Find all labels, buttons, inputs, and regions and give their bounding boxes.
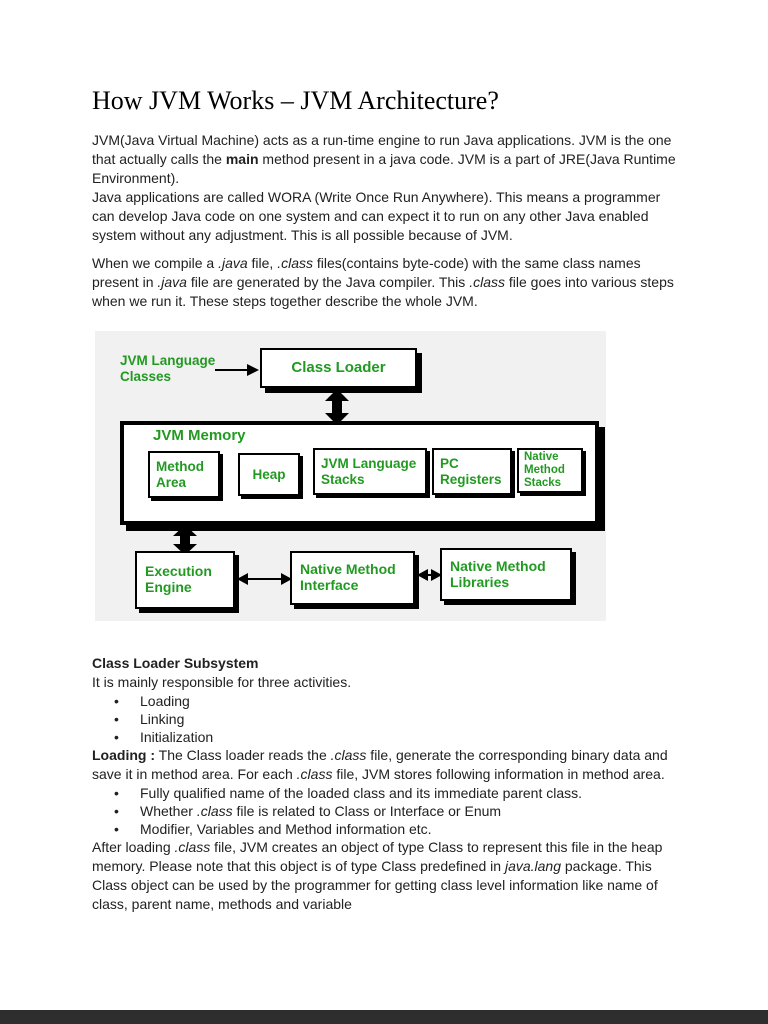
page-title: How JVM Works – JVM Architecture?	[92, 86, 499, 115]
page-bottom-bar	[0, 1010, 768, 1024]
text-run: file, JVM creates an object of type Clas…	[92, 839, 663, 874]
text-run: JVM(Java Virtual Machine) acts as a run-…	[92, 132, 672, 167]
native-method-interface-box: Native Method Interface	[290, 551, 415, 605]
arrowhead-classes-to-loader	[247, 364, 259, 376]
jvm-memory-box: JVM Memory Method Area Heap JVM Language…	[120, 421, 599, 525]
text-run: files(contains byte-code) with the same …	[92, 255, 641, 290]
list-item: Initialization	[92, 728, 684, 746]
text-run-italic: .class	[469, 274, 505, 290]
text-run: file,	[247, 255, 278, 271]
text-run-italic: .class	[296, 766, 333, 782]
pc-registers-box: PC Registers	[432, 448, 512, 495]
jvm-language-stacks-box: JVM Language Stacks	[313, 448, 427, 495]
arrowhead-left-execution	[237, 573, 248, 585]
text-run-italic: .class	[330, 747, 367, 763]
text-run: file goes into various steps when we run…	[92, 274, 674, 309]
loading-label: Loading :	[92, 747, 155, 763]
text-run: file, JVM stores following information i…	[332, 766, 665, 782]
diagram-arrows	[173, 364, 442, 585]
list-item: Fully qualified name of the loaded class…	[92, 784, 684, 802]
wora-paragraph: Java applications are called WORA (Write…	[92, 189, 661, 243]
native-method-stacks-box: Native Method Stacks	[517, 448, 583, 493]
list-item: Whether .class file is related to Class …	[92, 802, 684, 820]
arrow-loader-to-memory	[325, 389, 349, 425]
text-run: Whether	[140, 803, 197, 819]
text-run: file are generated by the Java compiler.…	[186, 274, 470, 290]
text-run-italic: .java	[218, 255, 248, 271]
text-run: file is related to Class or Interface or…	[232, 803, 502, 819]
class-loader-box: Class Loader	[260, 348, 417, 388]
jvm-architecture-diagram: JVM Language Classes Class Loader JVM Me…	[95, 331, 606, 621]
after-loading-paragraph: After loading .class file, JVM creates a…	[92, 838, 684, 914]
arrowhead-left-interface	[417, 569, 428, 581]
jvm-memory-label: JVM Memory	[153, 427, 246, 444]
native-method-libraries-box: Native Method Libraries	[440, 548, 572, 601]
method-area-info-list: Fully qualified name of the loaded class…	[92, 784, 684, 838]
text-run-italic: .class	[196, 803, 233, 819]
loading-paragraph: Loading : The Class loader reads the .cl…	[92, 746, 684, 784]
text-run: After loading	[92, 839, 175, 855]
heap-box: Heap	[238, 453, 300, 496]
text-run-italic: .class	[277, 255, 314, 271]
arrowhead-right-interface	[281, 573, 292, 585]
activities-intro: It is mainly responsible for three activ…	[92, 674, 352, 690]
activities-list: Loading Linking Initialization	[92, 692, 684, 746]
text-run: package. This Class object can be used b…	[92, 858, 658, 912]
arrow-memory-to-execution	[173, 525, 197, 555]
text-run-bold: main	[225, 151, 259, 167]
list-item: Loading	[92, 692, 684, 710]
method-area-box: Method Area	[148, 451, 220, 498]
text-run: The Class loader reads the	[158, 747, 331, 763]
list-item: Linking	[92, 710, 684, 728]
arrowhead-right-libraries	[431, 569, 442, 581]
text-run: file, generate the corresponding binary …	[92, 747, 668, 782]
class-loader-subsystem-heading: Class Loader Subsystem	[92, 655, 259, 671]
text-run: When we compile a	[92, 255, 219, 271]
intro-paragraph: JVM(Java Virtual Machine) acts as a run-…	[92, 131, 684, 188]
text-run-italic: .java	[157, 274, 187, 290]
list-item: Modifier, Variables and Method informati…	[92, 820, 684, 838]
execution-engine-box: Execution Engine	[135, 551, 235, 609]
text-run-italic: .class	[174, 839, 211, 855]
compile-paragraph: When we compile a .java file, .class fil…	[92, 254, 684, 311]
text-run: method present in a java code. JVM is a …	[92, 151, 676, 186]
text-run-italic: java.lang	[504, 858, 561, 874]
jvm-language-classes-label: JVM Language Classes	[120, 353, 216, 384]
